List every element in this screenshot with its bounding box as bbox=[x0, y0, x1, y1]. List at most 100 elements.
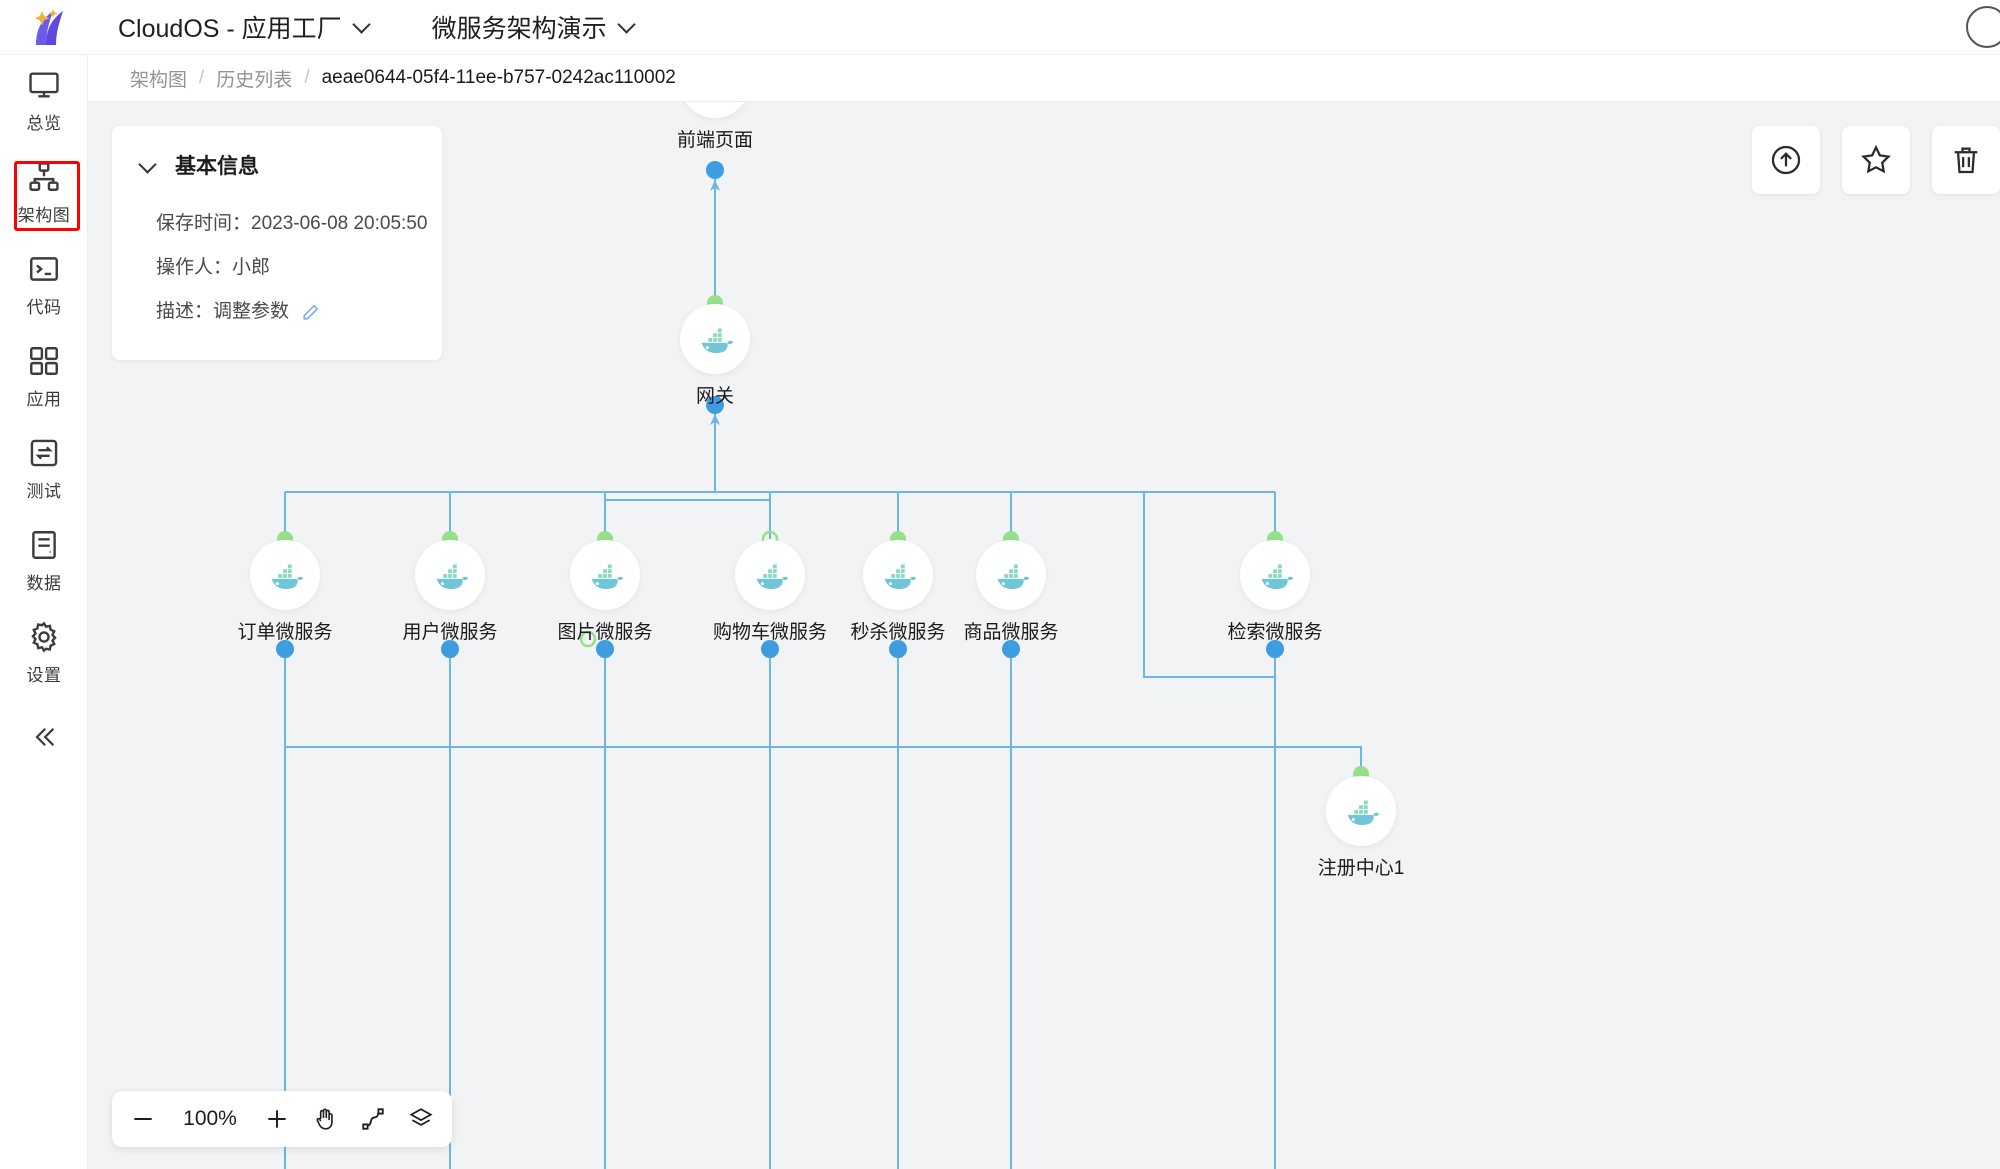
diagram-node-user-service[interactable]: 用户微服务 bbox=[390, 540, 510, 644]
user-avatar-icon[interactable] bbox=[1966, 6, 2000, 48]
star-icon bbox=[1859, 143, 1893, 177]
node-disc bbox=[735, 540, 805, 610]
diagram-node-gateway[interactable]: 网关 bbox=[655, 304, 775, 408]
trash-icon bbox=[1949, 143, 1983, 177]
docker-whale-icon bbox=[582, 552, 628, 598]
sidebar-label: 设置 bbox=[26, 666, 62, 685]
node-disc bbox=[415, 540, 485, 610]
node-label: 商品微服务 bbox=[963, 622, 1059, 643]
export-button[interactable] bbox=[1752, 126, 1820, 194]
sidebar-item-data[interactable]: 数据 bbox=[0, 515, 88, 607]
node-label: 用户微服务 bbox=[402, 622, 498, 643]
upload-circle-icon bbox=[1769, 143, 1803, 177]
breadcrumb: 架构图 / 历史列表 / aeae0644-05f4-11ee-b757-024… bbox=[130, 65, 676, 92]
polyline-edge-icon bbox=[360, 1106, 386, 1132]
sidebar-label: 代码 bbox=[26, 298, 62, 317]
node-label: 图片微服务 bbox=[557, 622, 653, 643]
sidebar-item-code[interactable]: 代码 bbox=[0, 239, 88, 331]
sidebar: 总览 架构图 代码 bbox=[0, 55, 88, 1169]
chevron-down-icon[interactable] bbox=[140, 157, 157, 174]
architecture-canvas[interactable]: 基本信息 保存时间： 2023-06-08 20:05:50 操作人： 小郎 描… bbox=[88, 102, 2000, 1169]
edge-tool-button[interactable] bbox=[360, 1106, 386, 1132]
info-row-operator: 操作人： 小郎 bbox=[128, 246, 442, 290]
sidebar-label: 测试 bbox=[26, 482, 62, 501]
sidebar-collapse-button[interactable] bbox=[0, 699, 88, 779]
sidebar-label: 总览 bbox=[26, 114, 62, 133]
node-disc bbox=[680, 102, 750, 118]
docker-whale-icon bbox=[692, 316, 738, 362]
pencil-icon[interactable] bbox=[301, 303, 320, 322]
node-disc bbox=[1326, 776, 1396, 846]
diagram-node-seckill-service[interactable]: 秒杀微服务 bbox=[838, 540, 958, 644]
zoom-toolbar: 100% bbox=[112, 1091, 452, 1147]
docker-whale-icon bbox=[1252, 552, 1298, 598]
sidebar-item-apps[interactable]: 应用 bbox=[0, 331, 88, 423]
chevron-down-icon bbox=[355, 18, 370, 33]
node-label: 前端页面 bbox=[676, 130, 753, 151]
sidebar-item-test[interactable]: 测试 bbox=[0, 423, 88, 515]
layers-icon bbox=[408, 1106, 434, 1132]
grid-icon bbox=[27, 344, 61, 378]
sidebar-item-settings[interactable]: 设置 bbox=[0, 607, 88, 699]
info-row-save-time: 保存时间： 2023-06-08 20:05:50 bbox=[128, 202, 442, 246]
sidebar-item-overview[interactable]: 总览 bbox=[0, 55, 88, 147]
sidebar-item-architecture[interactable]: 架构图 bbox=[0, 147, 88, 239]
sidebar-label: 架构图 bbox=[17, 206, 71, 225]
breadcrumb-item-architecture[interactable]: 架构图 bbox=[130, 69, 188, 91]
favorite-button[interactable] bbox=[1842, 126, 1910, 194]
project-title-dropdown[interactable]: 微服务架构演示 bbox=[432, 9, 635, 45]
basic-info-header[interactable]: 基本信息 bbox=[112, 150, 442, 180]
info-label-save-time: 保存时间： bbox=[156, 213, 252, 234]
app-title-dropdown[interactable]: CloudOS - 应用工厂 bbox=[118, 9, 370, 45]
breadcrumb-item-history[interactable]: 历史列表 bbox=[216, 69, 293, 91]
diagram-node-cart-service[interactable]: 购物车微服务 bbox=[710, 540, 830, 644]
terminal-window-icon bbox=[692, 102, 738, 106]
info-label-operator: 操作人： bbox=[156, 257, 233, 278]
breadcrumb-item-current-id: aeae0644-05f4-11ee-b757-0242ac110002 bbox=[321, 67, 676, 88]
node-disc bbox=[680, 304, 750, 374]
refresh-icon bbox=[27, 436, 61, 470]
docker-whale-icon bbox=[262, 552, 308, 598]
node-disc bbox=[570, 540, 640, 610]
breadcrumb-separator: / bbox=[199, 67, 205, 88]
database-icon bbox=[27, 528, 61, 562]
diagram-node-registry-1[interactable]: 注册中心1 bbox=[1301, 776, 1421, 880]
zoom-level[interactable]: 100% bbox=[183, 1107, 237, 1130]
docker-whale-icon bbox=[1338, 788, 1384, 834]
pan-tool-button[interactable] bbox=[312, 1106, 338, 1132]
docker-whale-icon bbox=[875, 552, 921, 598]
delete-button[interactable] bbox=[1932, 126, 2000, 194]
diagram-node-image-service[interactable]: 图片微服务 bbox=[545, 540, 665, 644]
info-value-operator: 小郎 bbox=[232, 257, 271, 278]
basic-info-title: 基本信息 bbox=[175, 155, 259, 178]
node-label: 订单微服务 bbox=[237, 622, 333, 643]
node-label: 检索微服务 bbox=[1227, 622, 1323, 643]
diagram-node-order-service[interactable]: 订单微服务 bbox=[225, 540, 345, 644]
node-disc bbox=[1240, 540, 1310, 610]
breadcrumb-bar: 架构图 / 历史列表 / aeae0644-05f4-11ee-b757-024… bbox=[88, 55, 2000, 102]
plus-icon bbox=[264, 1106, 290, 1132]
basic-info-card: 基本信息 保存时间： 2023-06-08 20:05:50 操作人： 小郎 描… bbox=[112, 126, 442, 360]
node-label: 网关 bbox=[695, 386, 734, 407]
layers-button[interactable] bbox=[408, 1106, 434, 1132]
node-disc bbox=[250, 540, 320, 610]
canvas-actions bbox=[1752, 126, 2000, 194]
sparkle-logo-icon bbox=[22, 7, 76, 47]
double-chevron-left-icon bbox=[30, 723, 58, 756]
monitor-icon bbox=[27, 68, 61, 102]
node-disc bbox=[976, 540, 1046, 610]
diagram-node-frontend[interactable]: 前端页面 bbox=[655, 102, 775, 152]
zoom-in-button[interactable] bbox=[264, 1106, 290, 1132]
docker-whale-icon bbox=[747, 552, 793, 598]
node-disc bbox=[863, 540, 933, 610]
hand-pan-icon bbox=[312, 1106, 338, 1132]
gear-icon bbox=[27, 620, 61, 654]
diagram-node-search-service[interactable]: 检索微服务 bbox=[1215, 540, 1335, 644]
zoom-out-button[interactable] bbox=[130, 1106, 156, 1132]
node-label: 注册中心1 bbox=[1317, 858, 1405, 879]
diagram-node-product-service[interactable]: 商品微服务 bbox=[951, 540, 1071, 644]
node-label: 秒杀微服务 bbox=[850, 622, 946, 643]
node-label: 购物车微服务 bbox=[712, 622, 827, 643]
sidebar-label: 数据 bbox=[26, 574, 62, 593]
